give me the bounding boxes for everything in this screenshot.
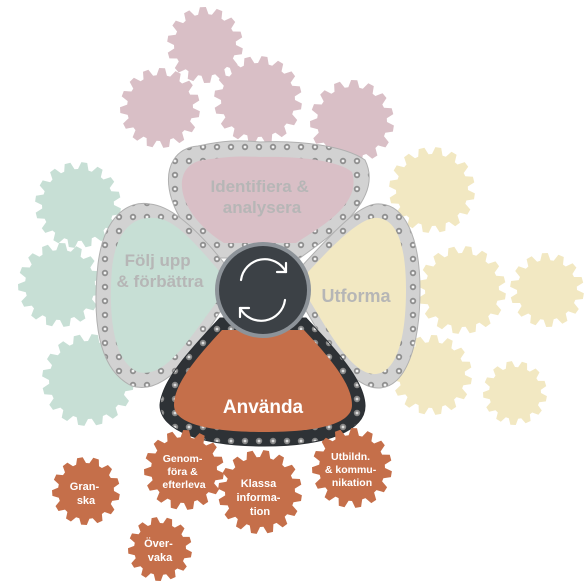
klassa-line2: informa- — [236, 492, 280, 504]
follow-label-line2: & förbättra — [117, 272, 204, 291]
gear-utbildn[interactable] — [312, 428, 392, 508]
follow-gear-cluster — [18, 162, 134, 426]
identify-lobe[interactable] — [181, 156, 354, 243]
klassa-line1: Klassa — [241, 478, 277, 490]
gear-yellow-top — [389, 147, 475, 233]
design-gear-cluster — [389, 147, 584, 425]
genomfora-line2: föra & — [167, 466, 198, 478]
utbildn-line3: nikation — [332, 477, 372, 489]
genomfora-line1: Genom- — [163, 453, 203, 465]
identify-label-line2: analysera — [223, 198, 302, 217]
gear-yellow-bottom — [392, 335, 472, 415]
genomfora-label: Genom- föra & efterleva — [162, 453, 205, 491]
gear-pink-left — [120, 68, 200, 148]
gear-pink-top — [167, 7, 243, 83]
follow-label: Följ upp & förbättra — [117, 251, 204, 291]
gear-green-middle — [18, 243, 102, 327]
gear-genomfora[interactable] — [144, 430, 224, 510]
klassa-label: Klassa informa- tion — [236, 478, 283, 518]
overvaka-line1: Över- — [144, 537, 173, 550]
gear-granska[interactable] — [52, 457, 120, 525]
identify-gear-cluster — [120, 7, 394, 164]
granska-line1: Gran- — [70, 481, 100, 493]
use-lobe[interactable] — [174, 330, 352, 432]
gear-overvaka[interactable] — [128, 517, 192, 581]
granska-line2: ska — [77, 495, 96, 507]
klassa-line3: tion — [250, 506, 270, 518]
genomfora-line3: efterleva — [162, 479, 205, 491]
follow-label-line1: Följ upp — [125, 251, 191, 270]
utbildn-line1: Utbildn. — [331, 451, 370, 463]
gear-pink-right — [310, 80, 394, 164]
overvaka-line2: vaka — [148, 552, 173, 564]
gear-green-top — [35, 162, 121, 248]
central-hub[interactable] — [215, 242, 311, 338]
gear-yellow-far-right — [510, 253, 584, 327]
identify-label-line1: Identifiera & — [211, 177, 309, 196]
use-gear-cluster — [52, 428, 392, 581]
granska-label: Gran- ska — [70, 481, 102, 507]
gear-pink-center — [214, 56, 302, 144]
overvaka-label: Över- vaka — [144, 537, 176, 564]
identify-label: Identifiera & analysera — [211, 177, 314, 217]
gear-yellow-middle — [418, 246, 506, 334]
follow-lobe[interactable] — [110, 217, 220, 373]
gear-klassa[interactable] — [218, 450, 302, 534]
utbildn-label: Utbildn. & kommu- nikation — [325, 451, 379, 489]
design-label: Utforma — [321, 286, 391, 306]
use-label: Använda — [223, 397, 304, 418]
design-lobe[interactable] — [308, 217, 406, 375]
gear-yellow-small — [483, 361, 547, 425]
utbildn-line2: & kommu- — [325, 464, 377, 476]
cycle-arrows-icon — [238, 258, 288, 322]
